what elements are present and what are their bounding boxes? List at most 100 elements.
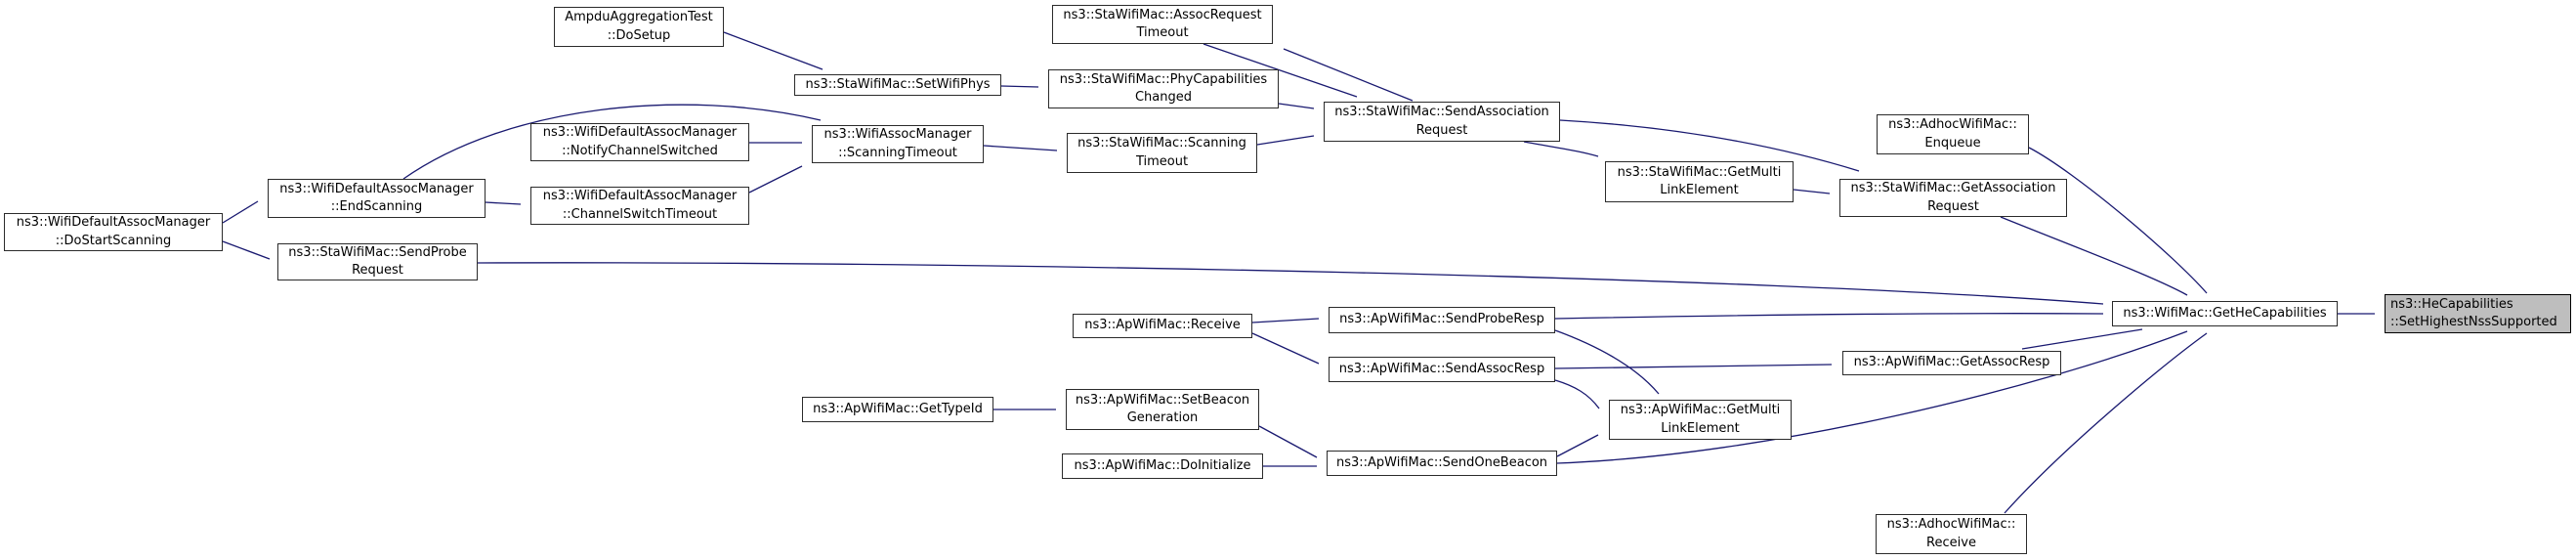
node-ap-receive[interactable]: ns3::ApWifiMac::Receive: [1073, 314, 1252, 338]
edge-sta-getassociation-request-to-wifimac-gethecapabilities: [2000, 216, 2188, 296]
node-label-line: ns3::StaWifiMac::PhyCapabilities: [1059, 71, 1268, 87]
node-label-line: ns3::ApWifiMac::SetBeacon: [1075, 392, 1250, 408]
node-label-line: ::ChannelSwitchTimeout: [562, 206, 718, 222]
edge-sta-scanningtimeout-to-sta-sendassociation-request: [1256, 135, 1315, 146]
node-label-line: Request: [1927, 198, 1979, 214]
node-label-line: ns3::ApWifiMac::SendAssocResp: [1338, 361, 1545, 376]
node-label-line: Timeout: [1136, 25, 1189, 40]
node-label-line: ns3::ApWifiMac::GetAssocResp: [1853, 355, 2050, 370]
node-label-line: ns3::ApWifiMac::Receive: [1084, 318, 1241, 333]
edge-wdam-dostartscanning-to-sta-sendprobe-request: [222, 240, 271, 260]
node-wdam-dostartscanning[interactable]: ns3::WifiDefaultAssocManager::DoStartSca…: [4, 213, 223, 251]
node-label-line: ::ScanningTimeout: [838, 145, 957, 160]
node-label-line: AmpduAggregationTest: [565, 10, 713, 24]
node-wdam-notifychannelswitched[interactable]: ns3::WifiDefaultAssocManager::NotifyChan…: [530, 123, 749, 161]
node-label-line: ns3::StaWifiMac::GetAssociation: [1850, 181, 2056, 195]
node-adhoc-receive[interactable]: ns3::AdhocWifiMac::Receive: [1876, 514, 2027, 554]
node-ap-gettypeid[interactable]: ns3::ApWifiMac::GetTypeId: [802, 397, 993, 422]
edge-wam-scanningtimeout-to-sta-scanningtimeout: [983, 145, 1058, 151]
node-ap-sendproberesp[interactable]: ns3::ApWifiMac::SendProbeResp: [1329, 307, 1555, 333]
node-wifimac-gethecapabilities[interactable]: ns3::WifiMac::GetHeCapabilities: [2112, 301, 2338, 326]
node-label-line: ns3::WifiDefaultAssocManager: [542, 189, 738, 203]
edge-wdam-dostartscanning-to-wdam-endscanning: [222, 200, 259, 224]
node-label-line: LinkElement: [1661, 420, 1740, 436]
node-label-line: ::DoSetup: [607, 27, 671, 43]
edge-sta-sendassociation-request-to-sta-getmultilinkelement: [1523, 141, 1599, 157]
edge-ap-receive-to-ap-sendassocresp: [1251, 332, 1320, 365]
node-sta-setwifiphys[interactable]: ns3::StaWifiMac::SetWifiPhys: [794, 74, 1001, 96]
node-label-line: ns3::StaWifiMac::SendAssociation: [1334, 105, 1549, 119]
node-label-line: ns3::WifiAssocManager: [823, 127, 972, 142]
node-label-line: ns3::StaWifiMac::SendProbe: [288, 244, 467, 260]
node-label-line: ns3::StaWifiMac::Scanning: [1077, 136, 1246, 151]
node-label-line: ns3::StaWifiMac::GetMulti: [1617, 164, 1782, 180]
edge-sta-phycapabilities-changed-to-sta-sendassociation-request: [1278, 103, 1315, 109]
edge-group: [222, 31, 2375, 514]
node-label-line: ns3::ApWifiMac::GetTypeId: [813, 401, 983, 416]
node-label-line: ns3::WifiMac::GetHeCapabilities: [2123, 305, 2327, 321]
node-label-line: ns3::AdhocWifiMac::: [1888, 117, 2017, 132]
edge-sta-sendprobe-request-to-wifimac-gethecapabilities: [477, 262, 2104, 305]
node-ap-doinitialize[interactable]: ns3::ApWifiMac::DoInitialize: [1062, 453, 1263, 479]
edge-ap-getassocresp-to-wifimac-gethecapabilities: [2021, 328, 2143, 350]
node-label-line: Generation: [1126, 410, 1199, 425]
node-label-line: Changed: [1134, 90, 1193, 105]
node-ap-getassocresp[interactable]: ns3::ApWifiMac::GetAssocResp: [1842, 351, 2061, 375]
node-label-line: ns3::WifiDefaultAssocManager: [279, 181, 474, 196]
edge-wdam-channelswitchtimeout-to-wam-scanningtimeout: [748, 165, 803, 194]
node-label-line: ::EndScanning: [330, 199, 423, 214]
edge-ap-receive-to-ap-sendproberesp: [1251, 318, 1320, 323]
node-label-line: ::DoStartScanning: [55, 233, 172, 248]
node-label-line: ns3::HeCapabilities: [2390, 296, 2513, 312]
edge-ap-sendonebeacon-to-ap-getmultilinkelement: [1556, 434, 1599, 457]
edge-ampdu-dosetup-to-sta-setwifiphys: [723, 31, 823, 70]
node-label-line: ::NotifyChannelSwitched: [562, 143, 718, 158]
node-hecapabilities-sethighestnsssupported: ns3::HeCapabilities::SetHighestNssSuppor…: [2385, 294, 2571, 333]
node-label-line: Request: [1415, 122, 1468, 138]
node-wdam-channelswitchtimeout[interactable]: ns3::WifiDefaultAssocManager::ChannelSwi…: [530, 187, 749, 225]
node-label-line: Enqueue: [1924, 135, 1981, 151]
node-label-line: ns3::ApWifiMac::GetMulti: [1620, 403, 1781, 417]
edge-adhoc-enqueue-to-wifimac-gethecapabilities: [2028, 147, 2208, 294]
edge-ap-sendassocresp-to-ap-getassocresp: [1554, 364, 1833, 369]
edge-ap-sendproberesp-to-wifimac-gethecapabilities: [1554, 313, 2104, 320]
node-label-line: Timeout: [1135, 153, 1189, 169]
node-adhoc-enqueue[interactable]: ns3::AdhocWifiMac::Enqueue: [1877, 114, 2029, 154]
node-label-line: ns3::AdhocWifiMac::: [1886, 517, 2016, 532]
node-label-line: ns3::WifiDefaultAssocManager: [542, 125, 738, 140]
node-ap-sendassocresp[interactable]: ns3::ApWifiMac::SendAssocResp: [1329, 357, 1555, 382]
node-label-line: Receive: [1926, 535, 1976, 550]
node-label-line: ns3::ApWifiMac::DoInitialize: [1074, 457, 1251, 473]
node-label-line: ns3::ApWifiMac::SendOneBeacon: [1335, 454, 1548, 470]
node-label-line: Request: [352, 263, 403, 278]
node-label-line: ::SetHighestNssSupported: [2390, 315, 2557, 329]
edge-wdam-endscanning-to-wam-scanningtimeout: [402, 104, 822, 180]
node-wam-scanningtimeout[interactable]: ns3::WifiAssocManager::ScanningTimeout: [812, 125, 984, 163]
edge-adhoc-receive-to-wifimac-gethecapabilities: [2004, 332, 2208, 514]
node-label-line: ns3::WifiDefaultAssocManager: [16, 215, 211, 230]
edge-ap-sendassocresp-to-ap-getmultilinkelement: [1554, 379, 1600, 409]
node-ampdu-dosetup[interactable]: AmpduAggregationTest::DoSetup: [554, 7, 724, 47]
node-label-line: ns3::StaWifiMac::AssocRequest: [1063, 7, 1262, 22]
node-label-line: ns3::ApWifiMac::SendProbeResp: [1339, 312, 1544, 327]
node-ap-sendonebeacon[interactable]: ns3::ApWifiMac::SendOneBeacon: [1327, 451, 1557, 476]
edge-wdam-endscanning-to-wdam-channelswitchtimeout: [485, 201, 522, 205]
edge-ap-setbeacongeneration-to-ap-sendonebeacon: [1258, 425, 1318, 458]
edge-sta-sendassociation-request-to-sta-assocrequest-timeout: [1283, 48, 1414, 102]
edge-ap-sendonebeacon-to-wifimac-gethecapabilities: [1556, 330, 2188, 464]
edge-sta-sendassociation-request-to-sta-getassociation-request: [1559, 119, 1860, 172]
node-wdam-endscanning[interactable]: ns3::WifiDefaultAssocManager::EndScannin…: [268, 179, 486, 218]
node-label-line: LinkElement: [1660, 183, 1739, 197]
edge-sta-setwifiphys-to-sta-phycapabilities-changed: [1000, 85, 1039, 88]
